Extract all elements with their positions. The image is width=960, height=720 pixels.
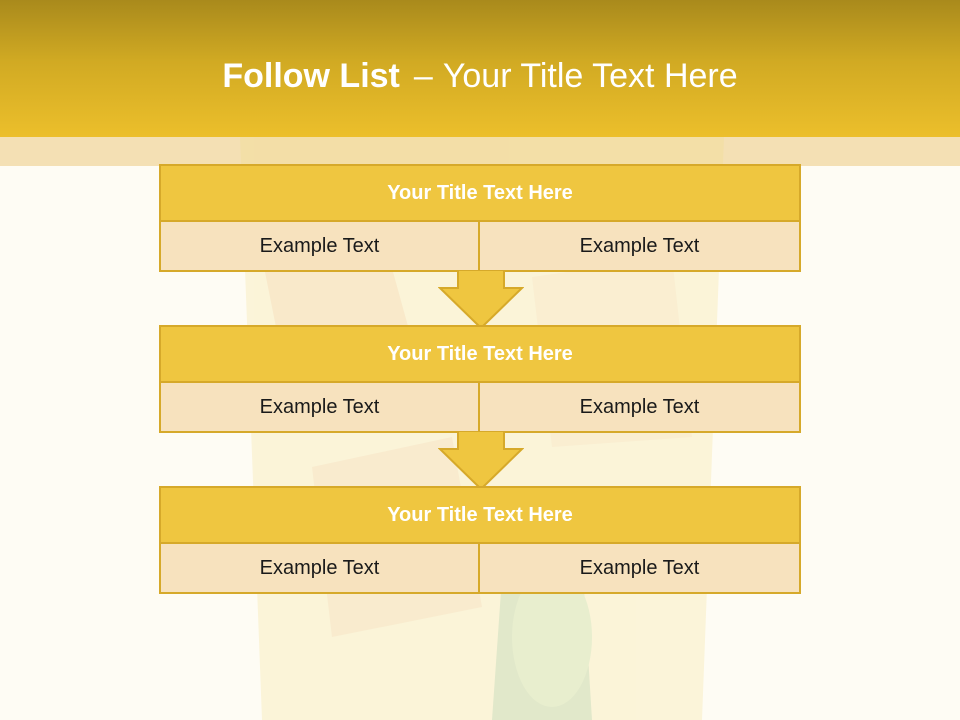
list-block-2: Your Title Text Here Example Text Exampl… [159, 325, 801, 433]
block-title: Your Title Text Here [159, 325, 801, 383]
banner-strip [0, 137, 960, 166]
list-block-3: Your Title Text Here Example Text Exampl… [159, 486, 801, 594]
block-cell-right: Example Text [480, 222, 801, 272]
block-cell-right: Example Text [480, 383, 801, 433]
block-row: Example Text Example Text [159, 383, 801, 433]
block-cell-left: Example Text [159, 383, 480, 433]
down-arrow-icon [438, 431, 524, 489]
block-row: Example Text Example Text [159, 544, 801, 594]
block-title: Your Title Text Here [159, 486, 801, 544]
slide-title: Follow List–Your Title Text Here [0, 56, 960, 96]
block-cell-left: Example Text [159, 222, 480, 272]
title-separator: – [413, 57, 433, 95]
down-arrow-icon [438, 270, 524, 328]
title-rest: Your Title Text Here [442, 57, 738, 95]
block-cell-right: Example Text [480, 544, 801, 594]
block-title: Your Title Text Here [159, 164, 801, 222]
block-row: Example Text Example Text [159, 222, 801, 272]
title-bold: Follow List [222, 57, 400, 95]
title-banner [0, 0, 960, 137]
block-cell-left: Example Text [159, 544, 480, 594]
list-block-1: Your Title Text Here Example Text Exampl… [159, 164, 801, 272]
